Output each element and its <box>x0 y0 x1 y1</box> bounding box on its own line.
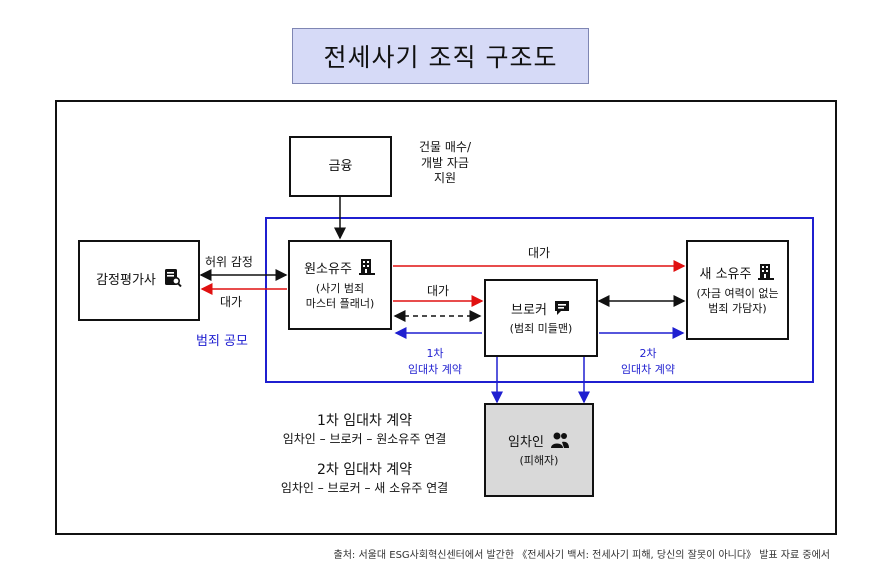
owner-label: 원소유주 <box>304 262 352 278</box>
tenant-label: 임차인 <box>508 434 544 450</box>
appraiser-box: 감정평가사 <box>78 240 200 321</box>
edge-label-lease1-line: 임대차 계약 <box>407 363 463 376</box>
legend-lease1-title: 1차 임대차 계약 <box>316 413 413 429</box>
building-icon <box>757 263 775 287</box>
legend-lease2-title: 2차 임대차 계약 <box>316 462 413 478</box>
legend-lease1-desc: 임차인 – 브로커 – 원소유주 연결 <box>282 432 447 446</box>
tenant-note: (피해자) <box>519 454 559 468</box>
new-owner-box: 새 소유주 (자금 여력이 없는 범죄 가담자) <box>686 240 789 340</box>
edge-label-lease1-line: 1차 <box>426 347 444 360</box>
edge-label-lease1: 1차 임대차 계약 <box>400 345 470 377</box>
edge-label-payment-appraiser: 대가 <box>220 295 243 309</box>
source-note: 출처: 서울대 ESG사회혁신센터에서 발간한 《전세사기 백서: 전세사기 피… <box>333 550 830 561</box>
new-owner-label: 새 소유주 <box>699 267 752 283</box>
edge-label-false-appraisal: 허위 감정 <box>205 255 253 269</box>
broker-heading: 브로커 <box>511 299 571 323</box>
people-icon <box>550 431 570 455</box>
finance-note-line: 건물 매수/ <box>418 140 472 154</box>
conspiracy-frame <box>265 217 814 383</box>
edge-label-payment-new-owner: 대가 <box>528 246 551 260</box>
finance-note-line: 지원 <box>433 171 457 186</box>
chat-bubble-icon <box>553 299 571 323</box>
finance-label: 금융 <box>328 158 353 174</box>
edge-label-lease2-line: 임대차 계약 <box>620 363 676 376</box>
finance-note-line: 개발 자금 <box>421 155 469 170</box>
edge-label-payment-broker: 대가 <box>427 284 450 298</box>
legend: 1차 임대차 계약 임차인 – 브로커 – 원소유주 연결 2차 임대차 계약 … <box>262 410 467 496</box>
owner-note-line: (사기 범죄 <box>315 281 365 295</box>
finance-note: 건물 매수/ 개발 자금 지원 <box>400 140 490 187</box>
owner-note-line: 마스터 플래너) <box>305 296 375 310</box>
legend-lease2-desc: 임차인 – 브로커 – 새 소유주 연결 <box>280 481 449 495</box>
new-owner-note-line: 범죄 가담자) <box>708 301 767 315</box>
new-owner-heading: 새 소유주 <box>700 263 776 287</box>
tenant-box: 임차인 (피해자) <box>484 403 594 497</box>
broker-label: 브로커 <box>511 302 547 318</box>
owner-box: 원소유주 (사기 범죄 마스터 플래너) <box>288 240 392 330</box>
edge-label-lease2: 2차 임대차 계약 <box>613 345 683 377</box>
diagram-title: 전세사기 조직 구조도 <box>292 28 589 84</box>
owner-heading: 원소유주 <box>304 258 376 282</box>
appraisal-document-icon <box>164 268 182 294</box>
broker-box: 브로커 (범죄 미들맨) <box>484 279 598 357</box>
finance-box: 금융 <box>289 136 392 197</box>
new-owner-note-line: (자금 여력이 없는 <box>696 286 779 300</box>
broker-note: (범죄 미들맨) <box>509 322 573 336</box>
appraiser-label: 감정평가사 <box>96 272 156 288</box>
tenant-heading: 임차인 <box>508 431 570 455</box>
building-icon <box>358 258 376 282</box>
conspiracy-label: 범죄 공모 <box>196 334 248 349</box>
edge-label-lease2-line: 2차 <box>639 347 657 360</box>
diagram-frame <box>55 100 837 535</box>
